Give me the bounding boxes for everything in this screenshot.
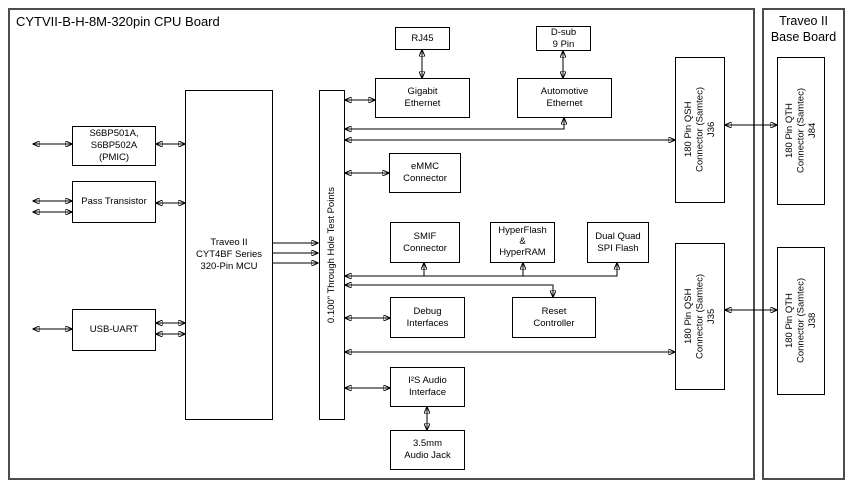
block-mcu: Traveo II CYT4BF Series 320-Pin MCU: [185, 90, 273, 420]
base-board-title: Traveo II Base Board: [770, 14, 837, 45]
block-hyperflash-label: HyperFlash & HyperRAM: [498, 225, 547, 258]
block-connector-j36-label: 180 Pin QSH Connector (Samtec) J36: [682, 87, 717, 173]
block-test-points: 0.100" Through Hole Test Points: [319, 90, 345, 420]
block-mcu-label: Traveo II CYT4BF Series 320-Pin MCU: [196, 237, 262, 272]
block-reset-controller-label: Reset Controller: [533, 305, 575, 329]
block-rj45: RJ45: [395, 27, 450, 50]
block-reset-controller: Reset Controller: [512, 297, 596, 338]
block-pass-transistor-label: Pass Transistor: [81, 196, 147, 208]
block-audio-jack-label: 3.5mm Audio Jack: [404, 438, 451, 461]
block-dual-quad-spi-flash: Dual Quad SPI Flash: [587, 222, 649, 263]
block-gigabit-ethernet: Gigabit Ethernet: [375, 78, 470, 118]
block-emmc: eMMC Connector: [389, 153, 461, 193]
block-dsub-label: D-sub 9 Pin: [550, 26, 577, 50]
block-gigabit-ethernet-label: Gigabit Ethernet: [404, 86, 441, 109]
block-automotive-ethernet: Automotive Ethernet: [517, 78, 612, 118]
block-smif: SMIF Connector: [390, 222, 460, 263]
block-debug-interfaces-label: Debug Interfaces: [406, 305, 449, 329]
block-connector-j35-label: 180 Pin QSH Connector (Samtec) J35: [682, 273, 717, 359]
block-dsub: D-sub 9 Pin: [536, 26, 591, 51]
block-connector-j38-label: 180 Pin QTH Connector (Samtec) J38: [783, 278, 818, 364]
block-pass-transistor: Pass Transistor: [72, 181, 156, 223]
block-emmc-label: eMMC Connector: [403, 161, 447, 184]
block-connector-j36: 180 Pin QSH Connector (Samtec) J36: [675, 57, 725, 203]
block-usb-uart: USB-UART: [72, 309, 156, 351]
block-pmic-label: S6BP501A, S6BP502A (PMIC): [89, 128, 139, 163]
cpu-board-title: CYTVII-B-H-8M-320pin CPU Board: [16, 14, 220, 29]
block-connector-j84: 180 Pin QTH Connector (Samtec) J84: [777, 57, 825, 205]
block-rj45-label: RJ45: [411, 32, 434, 44]
block-audio-jack: 3.5mm Audio Jack: [390, 430, 465, 470]
block-connector-j35: 180 Pin QSH Connector (Samtec) J35: [675, 243, 725, 390]
block-i2s-audio-label: I²S Audio Interface: [408, 375, 447, 398]
block-hyperflash: HyperFlash & HyperRAM: [490, 222, 555, 263]
block-connector-j38: 180 Pin QTH Connector (Samtec) J38: [777, 247, 825, 395]
block-usb-uart-label: USB-UART: [89, 324, 139, 336]
block-i2s-audio: I²S Audio Interface: [390, 367, 465, 407]
block-connector-j84-label: 180 Pin QTH Connector (Samtec) J84: [783, 88, 818, 174]
block-dual-quad-spi-flash-label: Dual Quad SPI Flash: [595, 230, 641, 254]
block-test-points-label: 0.100" Through Hole Test Points: [326, 186, 338, 324]
block-automotive-ethernet-label: Automotive Ethernet: [540, 86, 589, 109]
block-pmic: S6BP501A, S6BP502A (PMIC): [72, 126, 156, 166]
block-debug-interfaces: Debug Interfaces: [390, 297, 465, 338]
block-smif-label: SMIF Connector: [403, 230, 447, 254]
